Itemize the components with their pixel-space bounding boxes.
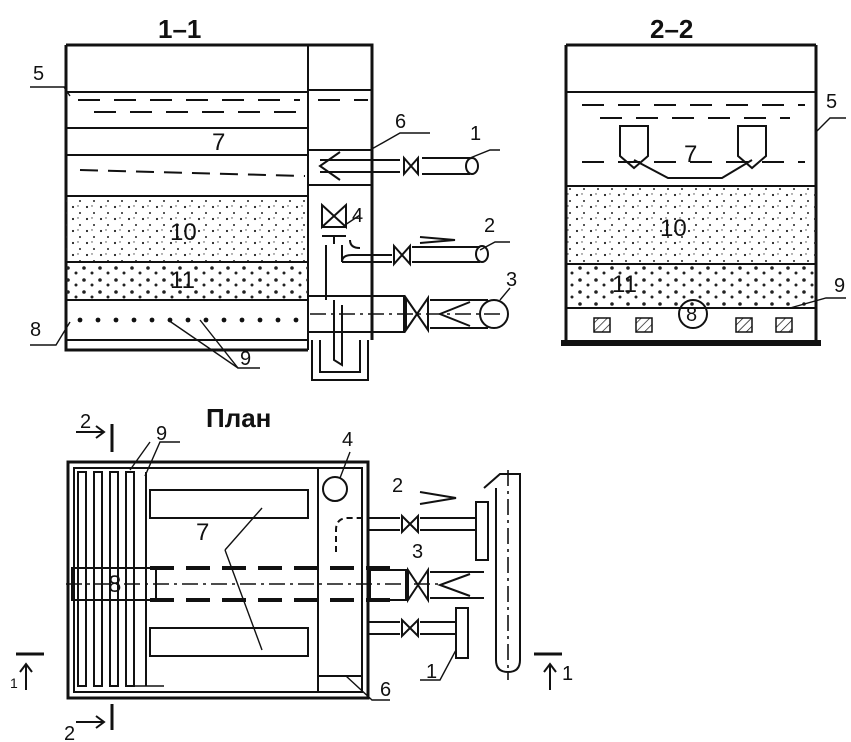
plan-valve-4 — [322, 476, 348, 502]
plan-label-valve-4: 4 — [342, 429, 353, 451]
leader-9b — [199, 319, 260, 369]
trough-7-left — [619, 125, 649, 170]
lateral-box-1 — [593, 317, 611, 333]
leader-2 — [479, 241, 510, 251]
cut-label-1-left: 1 — [10, 675, 18, 691]
filter-layer-10-2 — [566, 187, 816, 263]
label-pipe-1: 1 — [470, 123, 481, 145]
leader-4 — [344, 214, 361, 226]
cut-marker-2-top — [76, 424, 114, 452]
label-laterals-9: 9 — [240, 348, 251, 370]
plan-leader-4 — [339, 451, 351, 479]
lateral-box-2 — [635, 317, 653, 333]
leader-5 — [30, 86, 71, 97]
label-layer-11-2: 11 — [612, 271, 637, 298]
cut-marker-1-right — [534, 652, 562, 690]
label-layer-10-2: 10 — [660, 215, 687, 242]
leader-3 — [499, 287, 511, 301]
cut-marker-1-left — [16, 652, 44, 690]
leader-9a — [167, 319, 239, 369]
pipe-1-section — [318, 151, 479, 181]
label-pipe-2: 2 — [484, 215, 495, 237]
label-valve-4: 4 — [352, 205, 363, 227]
plan-view: План — [10, 403, 573, 742]
label-pocket-6: 6 — [395, 111, 406, 133]
plan-pipes — [368, 470, 521, 680]
label-pipe-3: 3 — [506, 269, 517, 291]
plan-label-pipe-3: 3 — [412, 541, 423, 563]
plan-label-trough-7: 7 — [196, 519, 209, 546]
tank-bottom-2 — [561, 340, 821, 346]
filter-layer-10 — [66, 196, 308, 262]
leader-6 — [369, 132, 430, 151]
leader-8 — [30, 321, 71, 346]
plan-label-collector-8: 8 — [108, 571, 121, 598]
lateral-holes-row — [77, 317, 299, 323]
label-layer-11: 11 — [170, 267, 195, 294]
plan-label-pipe-2: 2 — [392, 475, 403, 497]
cut-label-1-right: 1 — [562, 663, 573, 685]
plan-leader-6 — [345, 675, 390, 701]
trough-7-connector — [633, 159, 753, 179]
cut-label-2-top: 2 — [80, 411, 91, 433]
lateral-box-4 — [775, 317, 793, 333]
plan-label-laterals-9: 9 — [156, 423, 167, 445]
plan-leader-7a — [224, 507, 263, 551]
plan-leader-7b — [224, 549, 263, 651]
plan-trough-bottom — [149, 627, 309, 657]
label-wall-5: 5 — [33, 63, 44, 85]
plan-tank-outline — [66, 460, 370, 700]
section-2-2: 2–2 5 7 10 11 8 9 — [561, 14, 846, 346]
plan-leader-9a — [129, 441, 151, 471]
plan-trough-top — [149, 489, 309, 519]
label-collector-8-2: 8 — [686, 304, 697, 326]
trough-7-right — [737, 125, 767, 170]
section-1-1-title: 1–1 — [158, 14, 201, 44]
label-wall-5-2: 5 — [826, 91, 837, 113]
lateral-box-3 — [735, 317, 753, 333]
tank-wall-1 — [64, 43, 374, 352]
plan-label-pipe-1: 1 — [426, 661, 437, 683]
plan-riser-bend — [335, 517, 368, 552]
valve-4-section — [321, 202, 489, 300]
label-trough-7: 7 — [212, 129, 225, 156]
section-2-2-title: 2–2 — [650, 14, 693, 44]
label-layer-10: 10 — [170, 219, 197, 246]
plan-laterals-9 — [77, 471, 147, 687]
trough-axis-dash — [79, 169, 306, 177]
label-trough-7-2: 7 — [684, 141, 697, 168]
leader-9-2 — [789, 297, 846, 309]
plan-tank-inner — [73, 467, 363, 693]
cut-marker-2-bottom — [76, 704, 114, 730]
section-1-1: 1–1 — [30, 14, 517, 381]
leader-5-2 — [815, 117, 846, 133]
cut-label-2-bottom: 2 — [64, 723, 75, 742]
plan-leader-1 — [420, 649, 457, 681]
label-collector-8: 8 — [30, 319, 41, 341]
leader-1 — [469, 149, 500, 159]
pipe-3-section — [307, 294, 509, 381]
plan-leader-9b — [144, 441, 180, 477]
collector-8-circle — [678, 299, 708, 329]
plan-title: План — [206, 403, 271, 433]
plan-label-pocket-6: 6 — [380, 679, 391, 701]
label-laterals-9-2: 9 — [834, 275, 845, 297]
support-layer-11 — [66, 263, 308, 299]
